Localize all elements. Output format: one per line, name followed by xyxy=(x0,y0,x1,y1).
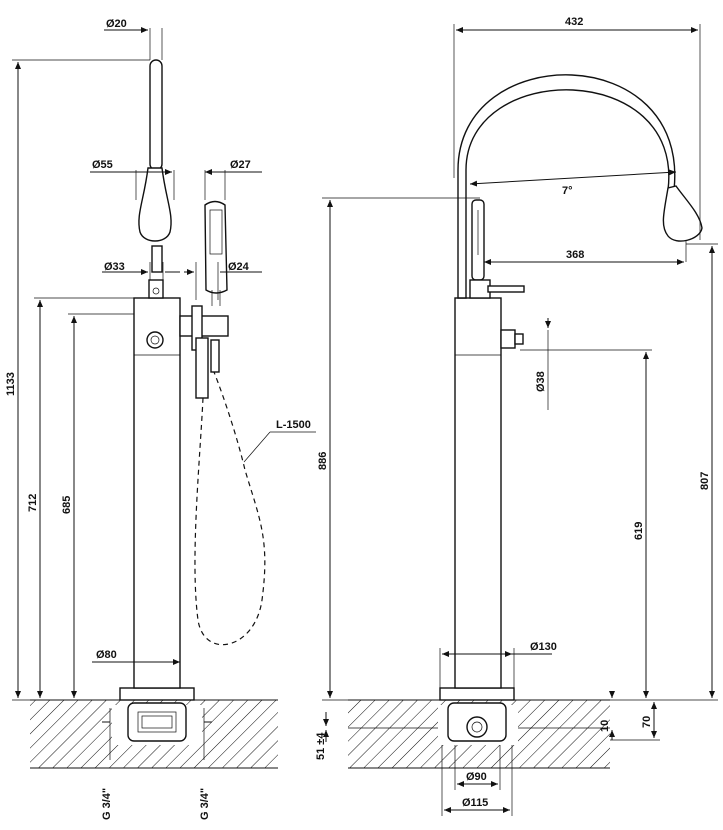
dim-w432: 432 xyxy=(565,16,583,28)
dim-h807: 807 xyxy=(699,472,711,490)
dim-angle7: 7° xyxy=(562,185,573,197)
right-base xyxy=(439,687,515,742)
dim-g34-left: G 3/4" xyxy=(101,788,113,820)
dim-d24: Ø24 xyxy=(228,261,250,273)
left-view: Ø20 Ø55 Ø27 Ø33 Ø24 L-1500 Ø80 1133 712 … xyxy=(5,18,316,820)
dim-d38: Ø38 xyxy=(535,371,547,392)
dim-w368: 368 xyxy=(566,249,584,261)
right-spout xyxy=(457,74,703,299)
dim-g34-right: G 3/4" xyxy=(199,788,211,820)
dim-d90: Ø90 xyxy=(466,771,487,783)
left-spout xyxy=(138,59,172,299)
dim-d55: Ø55 xyxy=(92,159,113,171)
dim-h1133: 1133 xyxy=(5,372,17,396)
dim-d20: Ø20 xyxy=(106,18,127,30)
left-dimension-lines xyxy=(12,27,316,760)
dim-t51: 51 ±4 xyxy=(315,732,327,760)
right-column xyxy=(454,297,524,689)
dim-d130: Ø130 xyxy=(530,641,557,653)
dim-d33: Ø33 xyxy=(104,261,125,273)
dim-h712: 712 xyxy=(27,494,39,512)
right-view: 432 7° 368 Ø130 Ø90 Ø115 886 Ø38 807 619… xyxy=(315,16,718,816)
dim-h685: 685 xyxy=(61,496,73,514)
left-column xyxy=(133,297,181,689)
dim-d27: Ø27 xyxy=(230,159,251,171)
dim-t70: 70 xyxy=(641,716,653,728)
dim-h619: 619 xyxy=(633,522,645,540)
dim-d115: Ø115 xyxy=(462,797,488,809)
left-base xyxy=(109,687,205,745)
dim-hose-length: L-1500 xyxy=(276,419,311,431)
left-handshower xyxy=(179,200,266,646)
right-dimension-lines xyxy=(322,24,718,816)
dim-h886: 886 xyxy=(317,452,329,470)
dim-d80: Ø80 xyxy=(96,649,117,661)
dim-t10: 10 xyxy=(599,720,611,732)
